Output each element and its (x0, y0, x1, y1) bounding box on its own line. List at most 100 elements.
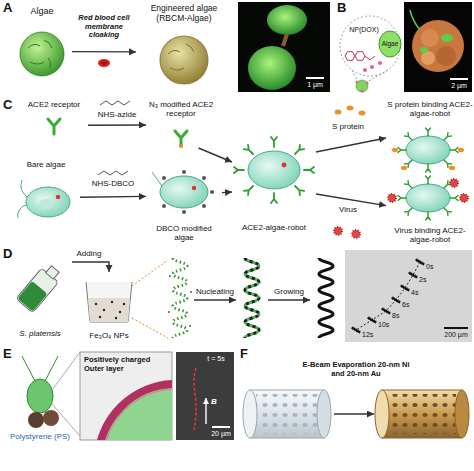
connector-label: NHS-DBCO (91, 179, 135, 188)
virus-bound-robot (388, 194, 396, 202)
node-label: Bare algae (12, 160, 80, 169)
coated-tube (388, 394, 456, 434)
red-blood-cell (98, 59, 110, 67)
trajectory-micrograph (367, 317, 376, 323)
outer-layer-inset (80, 352, 254, 471)
np-dox-zoom (363, 68, 367, 72)
trajectory-micrograph (415, 259, 424, 265)
trajectory-micrograph (356, 262, 420, 330)
dbco-algae-cell (192, 186, 196, 190)
node-text-group: Bare algae (12, 160, 80, 169)
beaker (86, 282, 132, 322)
connector-label: NHS-azide (95, 110, 139, 119)
connector-arrow (88, 124, 146, 126)
sem-image (404, 2, 472, 92)
connector-label: Virus (333, 205, 363, 214)
trajectory-micrograph (391, 297, 400, 303)
np-dox-zoom (345, 52, 355, 61)
beaker-item: Fe₃O₄ NPs (76, 272, 142, 340)
ace2-receptor-icon (48, 119, 60, 134)
connector-arrow (316, 194, 386, 206)
helix-stages (168, 311, 170, 313)
s-protein-bound-robot (458, 148, 464, 152)
s-protein-bound-robot (442, 158, 451, 167)
sem-image (283, 34, 287, 46)
beaker (111, 301, 113, 303)
virus-bound-robot (450, 179, 458, 187)
algae-cell (20, 32, 64, 76)
beaker (115, 317, 117, 319)
connector-label: Adding (73, 249, 105, 258)
connector-arrow (316, 138, 386, 152)
bare-tube (250, 390, 324, 391)
field-micrograph (176, 352, 234, 440)
virus-bound-robot (426, 176, 431, 184)
trajectory-micrograph (400, 285, 409, 291)
node-label: DBCO modified algae (146, 224, 222, 242)
dbco-algae-cell (162, 176, 166, 180)
zoom-lines (52, 352, 80, 436)
panel-letter: D (3, 247, 17, 262)
field-micrograph (212, 426, 230, 428)
sem-image (421, 29, 439, 47)
trajectory-micrograph (444, 327, 468, 329)
culture-bottle (46, 266, 59, 279)
trajectory-micrograph (408, 272, 417, 278)
helix-stages (245, 258, 259, 338)
np-dox-zoom (365, 81, 368, 84)
beaker (95, 303, 97, 305)
sem-image (238, 2, 330, 92)
connector-label: Red blood cell membrane cloaking (71, 14, 137, 40)
algae-item: Bare algae (12, 160, 80, 222)
bare-tube (243, 390, 257, 438)
virus-bound-robot (460, 194, 468, 202)
beaker (88, 298, 130, 322)
np-dox-zoom (360, 89, 363, 92)
sem-image (267, 5, 307, 35)
bare-tube (256, 394, 318, 434)
algae-robot-cell (244, 184, 255, 195)
zoom-lines (132, 260, 168, 338)
molecule-sketch (100, 101, 130, 105)
node-text-group: Algae (12, 6, 72, 16)
s-protein-bound-robot (392, 148, 398, 152)
beaker (103, 309, 105, 311)
n3-receptor-icon (175, 131, 187, 148)
panel-letter: C (3, 98, 17, 113)
zoom-lines (132, 260, 168, 338)
algae-with-beads (22, 356, 58, 381)
dbco-algae-cell (202, 176, 206, 180)
virus-bound-robot (398, 196, 406, 201)
bare-algae-cell (18, 180, 70, 218)
algae-item: Engineered algae (RBCM-Algae) (136, 4, 232, 88)
dbco-algae-cell (152, 172, 162, 186)
trajectory-micrograph (345, 250, 472, 342)
scale-label: 2 µm (447, 82, 471, 90)
connector-arrow (80, 196, 146, 198)
part-label: Polystyrene (PS) (4, 432, 76, 441)
part-label: Positively charged Outer layer (84, 356, 158, 373)
np-dox-zoom (356, 80, 368, 92)
coated-tube (375, 390, 389, 438)
field-label: B (211, 397, 221, 406)
process-arrow (334, 414, 374, 415)
dbco-algae-cell (202, 204, 206, 208)
node-label: Virus binding ACE2-algae-robot (386, 226, 474, 244)
node-label: Fe₃O₄ NPs (76, 331, 142, 340)
algae-cell (20, 32, 64, 76)
algae-cell (28, 40, 52, 68)
dbco-algae-cell (162, 204, 166, 208)
virus-bound-robot (405, 206, 414, 215)
bottle-item: S. platensis (8, 254, 72, 338)
connectors (72, 52, 386, 272)
coated-tube (382, 390, 462, 438)
time-label: 8s (392, 312, 408, 320)
node-text-group: ACE2-algae-robot (232, 223, 316, 232)
node-text-group: S protein binding ACE2-algae-robot (386, 100, 474, 118)
helix-stages (189, 325, 191, 327)
algae-with-beads (27, 379, 53, 413)
engineered-algae (160, 36, 208, 84)
algae-robot-cell (271, 137, 277, 147)
trajectory-micrograph (351, 327, 360, 333)
